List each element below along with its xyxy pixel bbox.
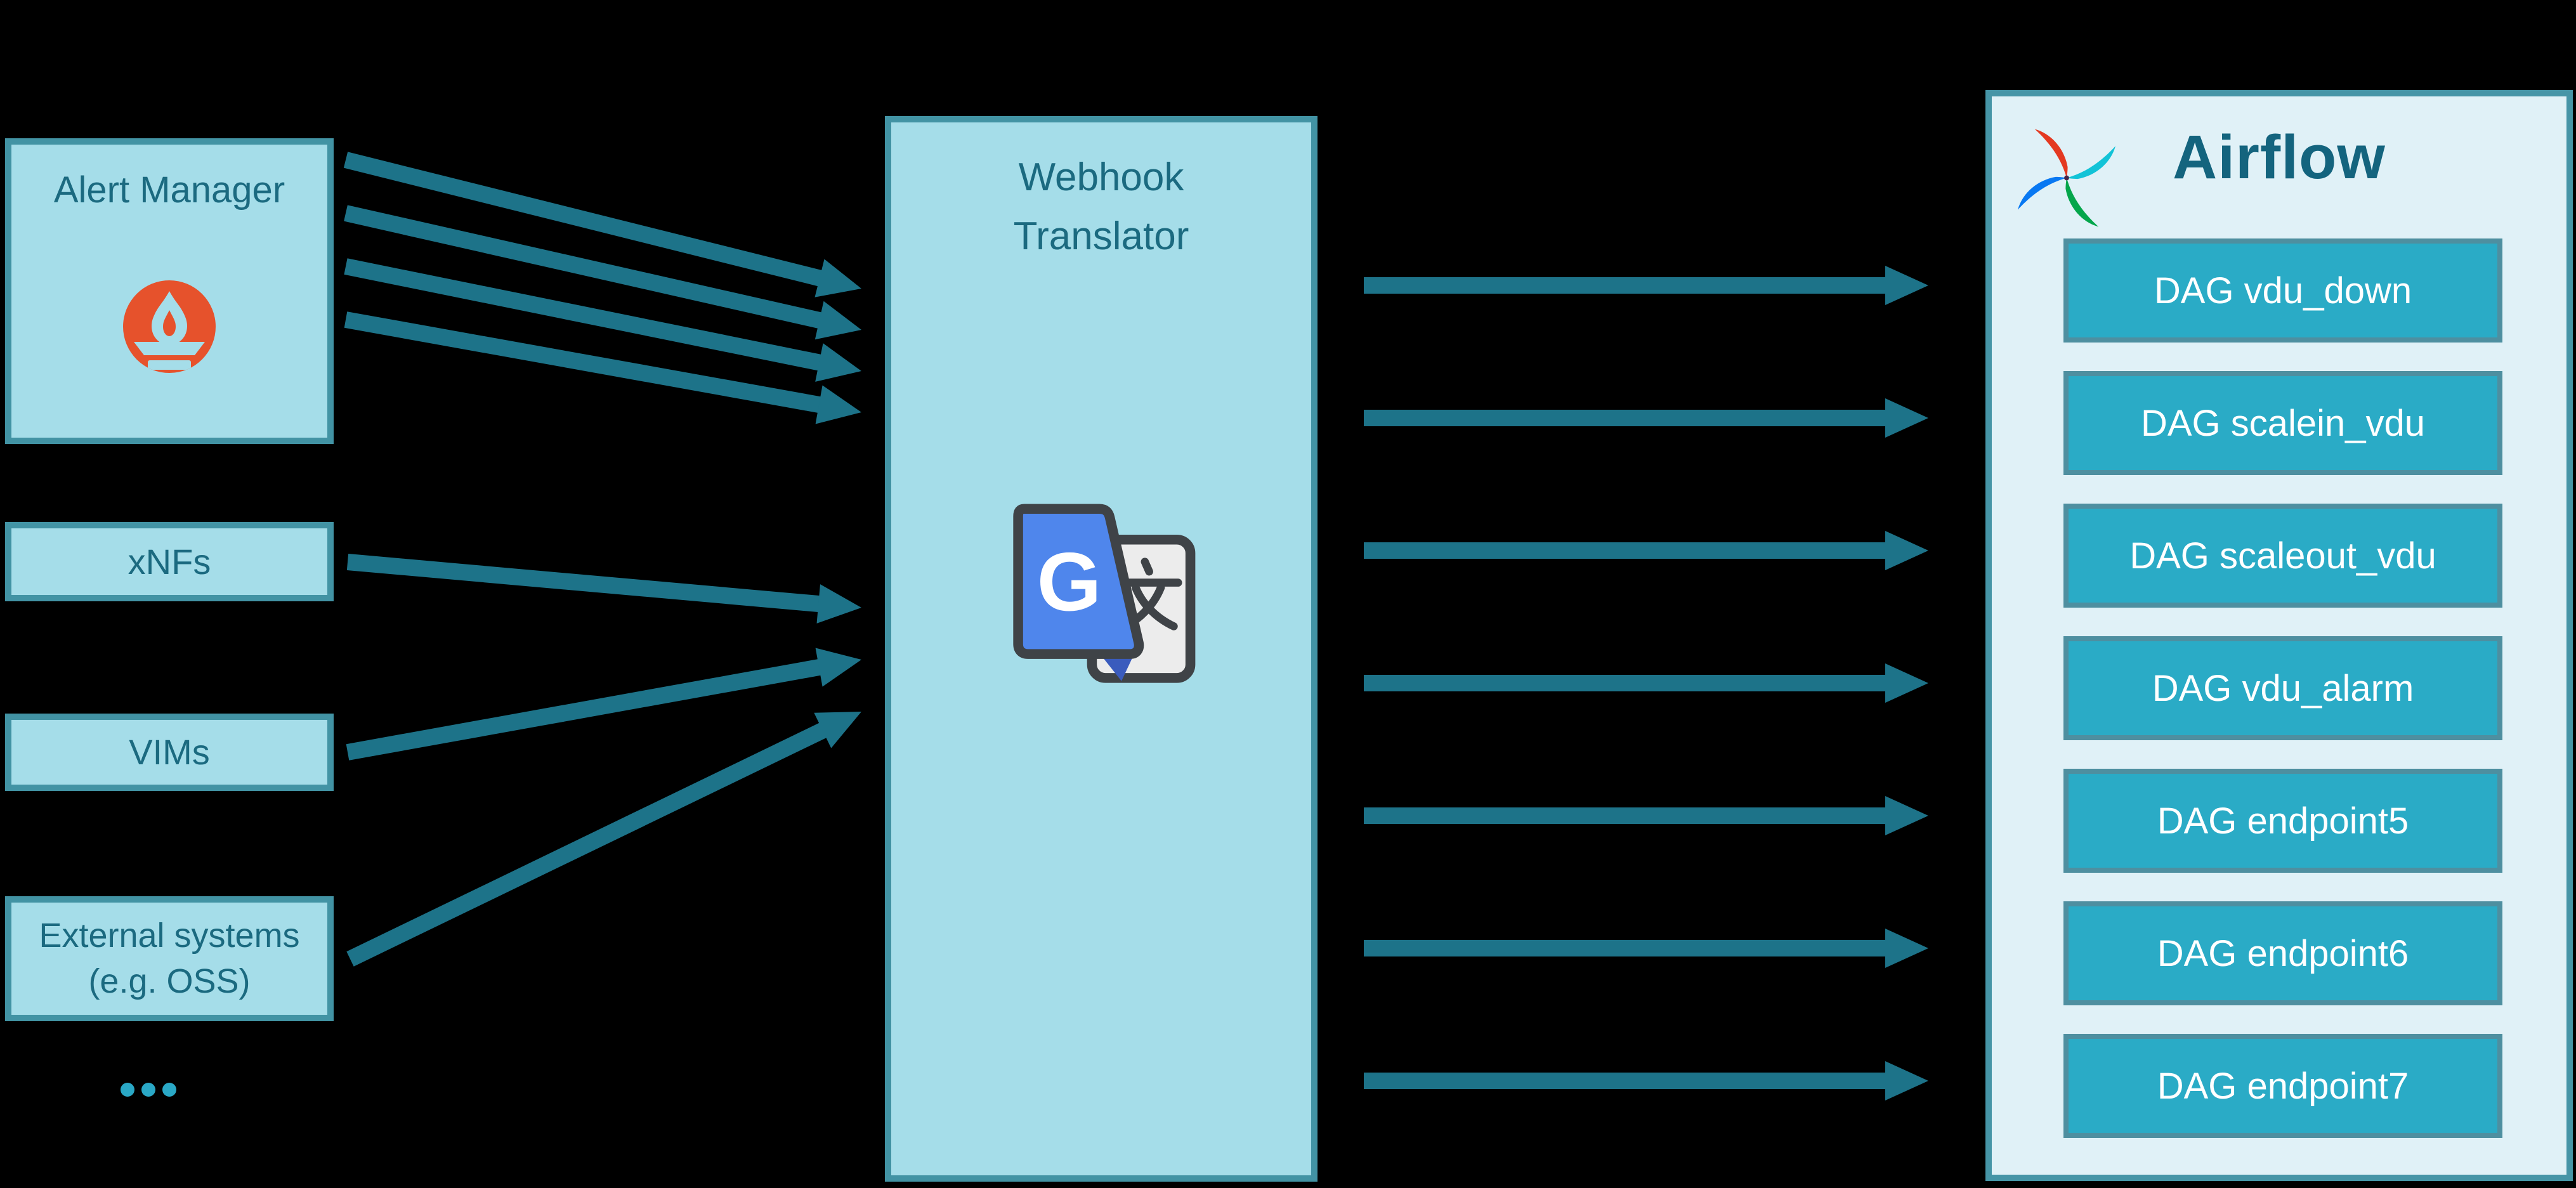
dag-label: DAG endpoint7	[2157, 1065, 2409, 1107]
dag-label: DAG vdu_alarm	[2152, 667, 2414, 709]
external-systems-line1: External systems	[39, 917, 300, 955]
dot	[121, 1083, 134, 1097]
webhook-translator-title: Webhook Translator	[891, 148, 1311, 266]
dag-box: DAG vdu_alarm	[2063, 636, 2502, 740]
dag-label: DAG scaleout_vdu	[2129, 535, 2436, 577]
airflow-panel: Airflow DAG vdu_down DAG scalein_vdu DAG…	[1985, 90, 2573, 1181]
flow-arrow-head	[815, 343, 861, 382]
source-box-external-systems: External systems (e.g. OSS)	[5, 896, 334, 1021]
dag-label: DAG endpoint5	[2157, 800, 2409, 842]
source-box-xnfs: xNFs	[5, 522, 334, 601]
alert-manager-label: Alert Manager	[53, 169, 285, 211]
flow-arrow-head	[814, 259, 861, 297]
flow-arrow-head	[1885, 531, 1928, 570]
google-g-letter: G	[1037, 535, 1102, 628]
flow-arrow-head	[816, 584, 861, 623]
flow-arrow-head	[1885, 1061, 1928, 1100]
dot	[141, 1083, 155, 1097]
flow-arrow-shaft	[343, 152, 825, 287]
dag-list: DAG vdu_down DAG scalein_vdu DAG scaleou…	[2063, 238, 2502, 1166]
webhook-translator-box: Webhook Translator G	[885, 116, 1317, 1182]
dag-box: DAG scaleout_vdu	[2063, 504, 2502, 608]
dag-label: DAG endpoint6	[2157, 932, 2409, 974]
ellipsis-dots-icon	[121, 1083, 176, 1097]
flow-arrow-shaft	[344, 205, 825, 329]
source-box-vims: VIMs	[5, 714, 334, 791]
prometheus-flame-icon	[123, 280, 216, 373]
webhook-title-line2: Translator	[1013, 214, 1189, 258]
flow-arrow-head	[1885, 929, 1928, 968]
flow-arrow-head	[1885, 796, 1928, 835]
dag-box: DAG scalein_vdu	[2063, 371, 2502, 475]
flow-arrow-shaft	[346, 554, 823, 613]
flow-arrow-head	[1885, 266, 1928, 305]
dag-box: DAG endpoint6	[2063, 901, 2502, 1005]
flow-arrow-shaft	[344, 311, 825, 414]
flow-arrow-head	[1885, 663, 1928, 703]
flow-arrow-shaft	[346, 721, 830, 967]
xnfs-label: xNFs	[127, 541, 211, 582]
dag-label: DAG vdu_down	[2154, 270, 2412, 311]
dag-box: DAG vdu_down	[2063, 238, 2502, 343]
webhook-title-line1: Webhook	[1018, 155, 1184, 199]
dag-box: DAG endpoint5	[2063, 769, 2502, 873]
flow-arrow-head	[1885, 398, 1928, 438]
flow-arrow-head	[814, 712, 861, 748]
flow-arrow-head	[815, 385, 861, 424]
source-box-alert-manager: Alert Manager	[5, 138, 334, 444]
dag-label: DAG scalein_vdu	[2140, 402, 2426, 444]
external-systems-label: External systems (e.g. OSS)	[39, 913, 299, 1004]
airflow-title: Airflow	[2173, 122, 2386, 192]
dot	[162, 1083, 176, 1097]
flow-arrow-shaft	[346, 658, 825, 760]
airflow-pinwheel-icon	[2018, 129, 2115, 227]
dag-box: DAG endpoint7	[2063, 1034, 2502, 1138]
google-translate-icon: G	[1013, 504, 1196, 683]
external-systems-line2: (e.g. OSS)	[88, 962, 251, 1000]
flow-arrow-shaft	[344, 258, 825, 372]
vims-label: VIMs	[129, 732, 210, 773]
flow-arrow-head	[814, 301, 861, 340]
flow-arrow-head	[815, 648, 861, 687]
